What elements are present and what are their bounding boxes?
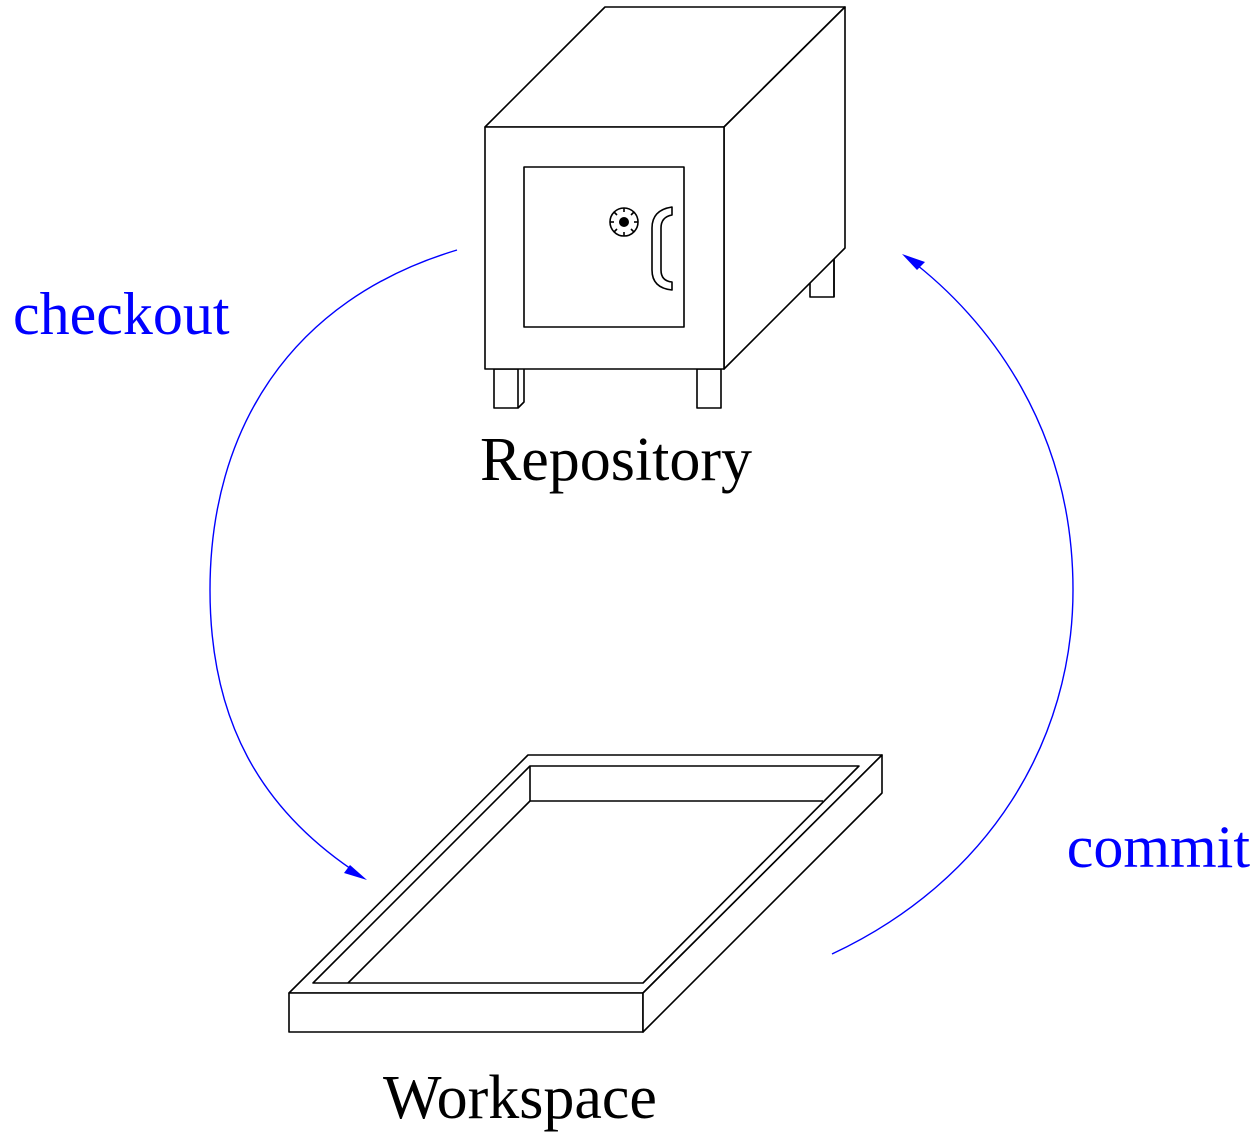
tray-front [288, 992, 644, 1033]
tray-side [642, 754, 883, 1033]
commit-label: commit [1067, 814, 1251, 880]
safe-icon [484, 6, 846, 409]
checkout-arrowhead-icon [344, 865, 367, 880]
workspace-label: Workspace [383, 1064, 657, 1132]
tray-inner [312, 765, 860, 984]
commit-arrowhead-icon [902, 254, 925, 270]
checkout-arrow [209, 249, 458, 880]
tray-icon [288, 754, 883, 1033]
combination-dial-icon [609, 207, 639, 237]
safe-door [523, 166, 685, 328]
checkout-label: checkout [13, 281, 230, 347]
safe-handle [651, 206, 673, 291]
commit-arrow [831, 254, 1074, 955]
repository-label: Repository [480, 426, 752, 494]
